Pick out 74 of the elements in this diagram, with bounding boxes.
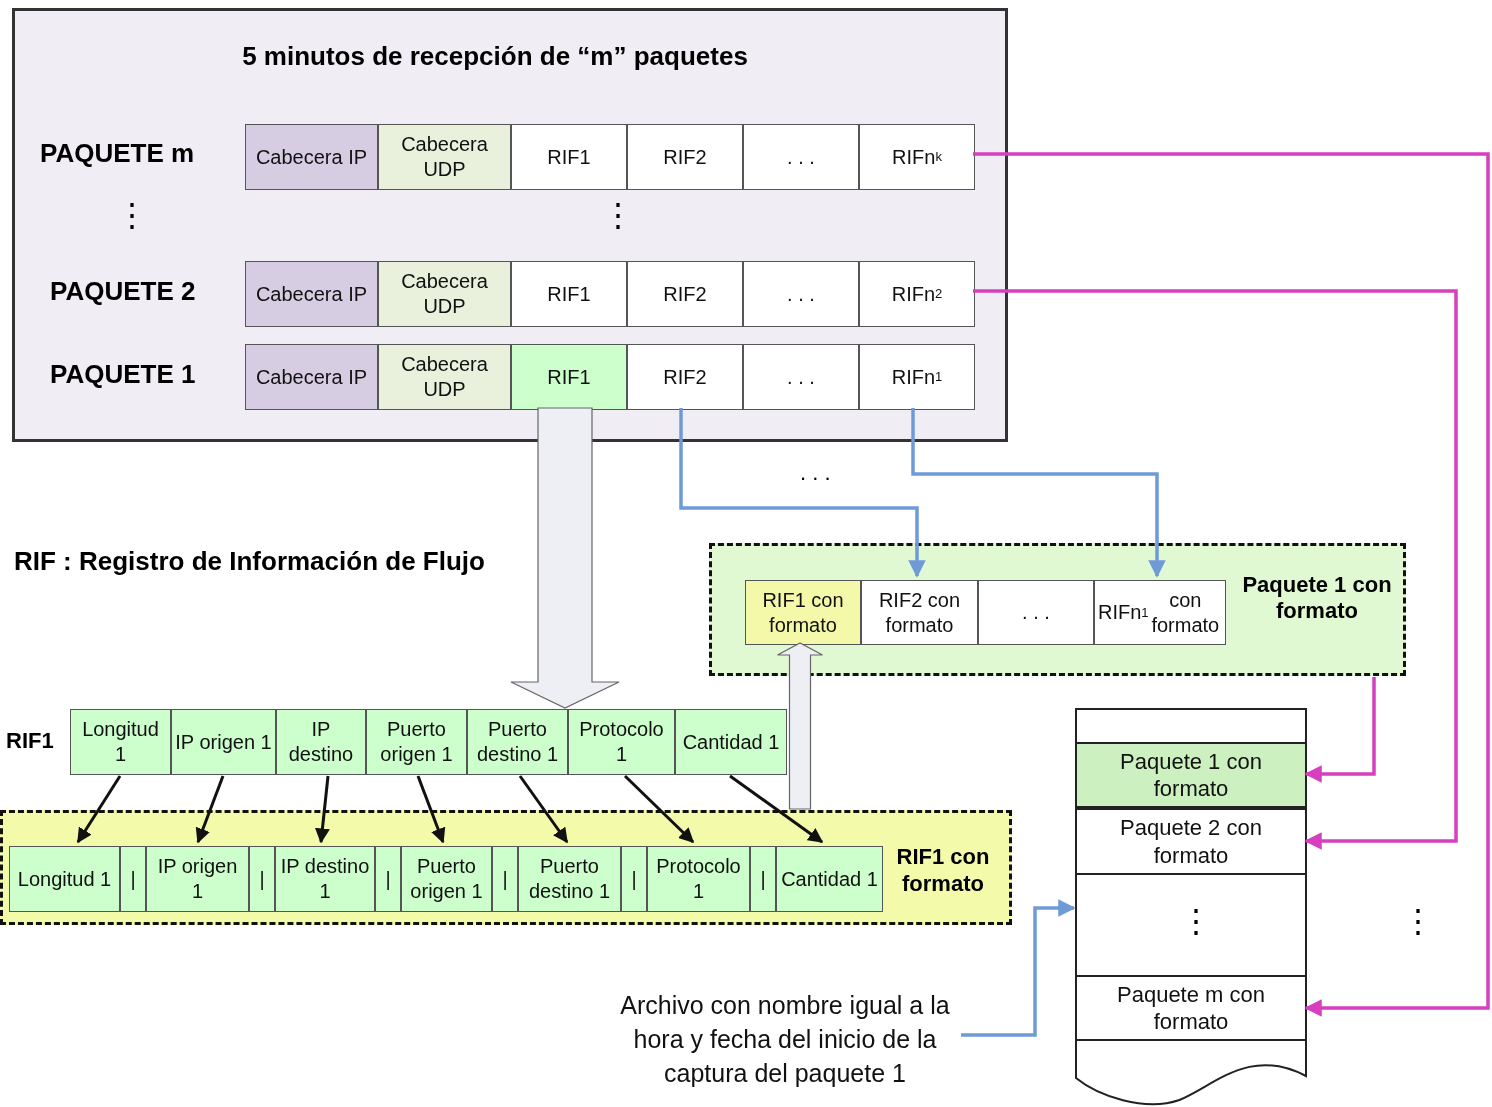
field-cell: Longitud 1 — [70, 709, 171, 775]
ellipsis-mark: ⋮ — [1180, 902, 1212, 940]
record-cell: . . . — [743, 124, 859, 190]
row-label: PAQUETE 2 — [50, 276, 196, 307]
record-cell: RIF2 con formato — [861, 580, 978, 645]
record-cell: RIF1 — [511, 124, 627, 190]
separator-cell: | — [750, 846, 776, 912]
field-cell: IP destino — [276, 709, 366, 775]
header-cell: Cabecera UDP — [378, 261, 511, 327]
record-cell: RIF2 — [627, 344, 743, 410]
arrow — [729, 774, 824, 844]
group-heading: RIF1 con formato — [895, 843, 991, 898]
block-arrow — [510, 407, 620, 709]
arrow — [1304, 677, 1376, 783]
record-cell: . . . — [743, 261, 859, 327]
group-heading: 5 minutos de recepción de “m” paquetes — [241, 41, 749, 73]
arrow — [623, 774, 695, 844]
record-cell: RIF1 con formato — [745, 580, 861, 645]
field-cell: IP origen 1 — [171, 709, 276, 775]
field-cell: IP origen 1 — [146, 846, 249, 912]
file-row: Paquete 2 con formato — [1077, 808, 1305, 875]
arrow — [679, 408, 926, 578]
record-cell: . . . — [743, 344, 859, 410]
ellipsis-mark: . . . — [800, 460, 831, 486]
field-cell: Cantidad 1 — [776, 846, 883, 912]
ellipsis-mark: ⋮ — [602, 196, 634, 234]
separator-cell: | — [249, 846, 275, 912]
row-label: PAQUETE 1 — [50, 359, 196, 390]
arrow — [76, 775, 122, 844]
field-cell: Longitud 1 — [9, 846, 120, 912]
capture-panel — [12, 8, 1008, 442]
record-cell: RIF2 — [627, 124, 743, 190]
file-row: Paquete 1 con formato — [1077, 742, 1305, 808]
group-heading: Paquete 1 con formato — [1241, 570, 1393, 625]
separator-cell: | — [375, 846, 401, 912]
arrow — [961, 899, 1076, 1037]
field-cell: Cantidad 1 — [675, 709, 787, 775]
record-cell: RIF2 — [627, 261, 743, 327]
dashed-group — [0, 810, 1012, 925]
file-document — [1075, 708, 1307, 1106]
field-cell: Puerto destino 1 — [467, 709, 568, 775]
separator-cell: | — [120, 846, 146, 912]
arrow — [973, 152, 1490, 1017]
field-cell: Protocolo 1 — [568, 709, 675, 775]
arrow — [973, 289, 1458, 850]
header-cell: Cabecera IP — [245, 124, 378, 190]
row-label: PAQUETE m — [40, 138, 195, 169]
record-cell: . . . — [978, 580, 1094, 645]
ellipsis-mark: ⋮ — [1402, 902, 1434, 940]
field-cell: Puerto origen 1 — [366, 709, 467, 775]
field-cell: Protocolo 1 — [647, 846, 750, 912]
field-cell: Puerto origen 1 — [401, 846, 492, 912]
header-cell: Cabecera IP — [245, 261, 378, 327]
separator-cell: | — [492, 846, 518, 912]
arrow — [195, 775, 225, 844]
record-cell: RIF1 — [511, 344, 627, 410]
file-row: Paquete m con formato — [1077, 975, 1305, 1041]
row-label: RIF1 — [6, 728, 54, 754]
dashed-group — [709, 543, 1406, 676]
field-cell: Puerto destino 1 — [518, 846, 621, 912]
arrow — [911, 408, 1166, 578]
block-arrow — [776, 642, 824, 810]
arrow — [416, 775, 446, 844]
field-cell: IP destino 1 — [275, 846, 375, 912]
record-cell: RIF1 — [511, 261, 627, 327]
note-text: Archivo con nombre igual a la hora y fecha del inicio de la captura del paquete 1 — [610, 988, 960, 1098]
header-cell: Cabecera IP — [245, 344, 378, 410]
header-cell: Cabecera UDP — [378, 344, 511, 410]
arrow — [314, 775, 330, 844]
header-cell: Cabecera UDP — [378, 124, 511, 190]
ellipsis-mark: ⋮ — [116, 196, 148, 234]
separator-cell: | — [621, 846, 647, 912]
arrow — [518, 775, 569, 844]
definition-text: RIF : Registro de Información de Flujo — [14, 546, 485, 577]
